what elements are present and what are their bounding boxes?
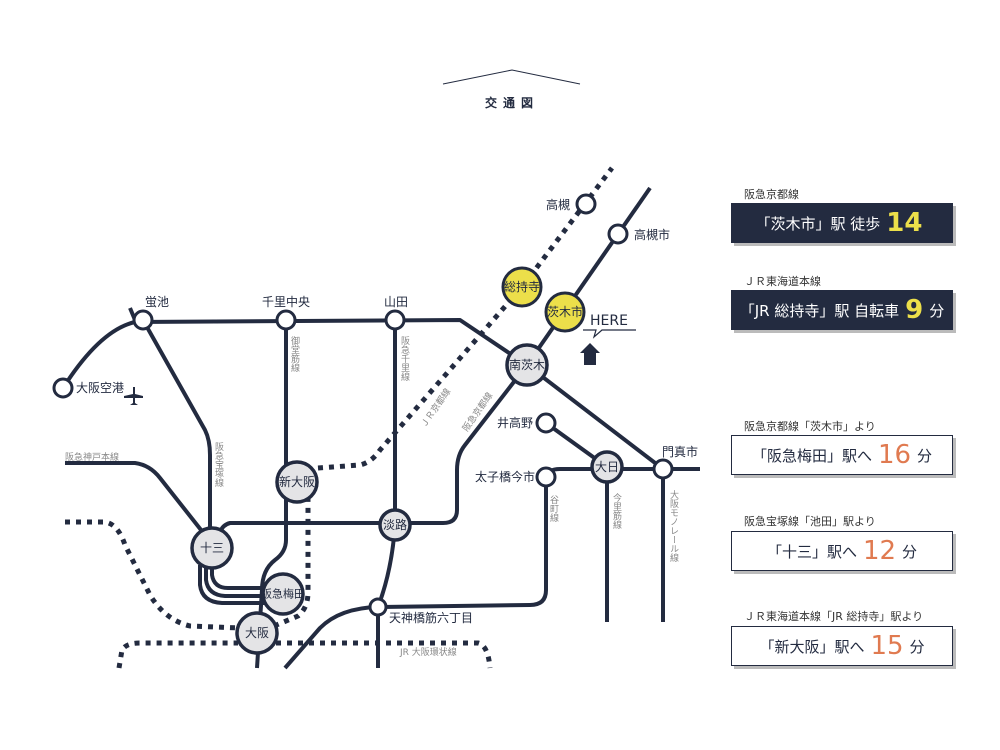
svg-text:山田: 山田 xyxy=(384,295,408,309)
panel-1-number: 14 xyxy=(886,208,923,238)
station-minamiibaraki: 南茨木 xyxy=(505,343,549,387)
panel-1-box: 「茨木市」駅 徒歩 14 xyxy=(731,203,953,243)
svg-text:茨木市: 茨木市 xyxy=(547,304,583,319)
title-roof-line xyxy=(442,69,581,85)
station-sojiji: 総持寺 xyxy=(501,266,543,308)
monorail-line xyxy=(61,318,700,471)
station-dainichi: 大日 xyxy=(590,450,624,484)
station-umeda: 阪急梅田 xyxy=(261,572,305,616)
panel-2-text: 「JR 総持寺」駅 自転車 xyxy=(739,301,900,320)
station-idakano: 井高野 xyxy=(497,412,557,434)
panel-4-unit: 分 xyxy=(902,542,918,561)
svg-text:太子橋今市: 太子橋今市 xyxy=(475,469,535,484)
station-itami-airport: 大阪空港 xyxy=(52,377,124,399)
panel-5-unit: 分 xyxy=(909,637,925,656)
here-label: HERE xyxy=(590,313,628,329)
svg-text:大阪: 大阪 xyxy=(245,626,269,640)
tanimachi-line xyxy=(283,477,548,670)
svg-text:淡路: 淡路 xyxy=(383,517,407,532)
station-awaji: 淡路 xyxy=(378,508,412,542)
panel-2-number: 9 xyxy=(905,295,924,325)
line-label-monorail: 大阪モノレール線 xyxy=(668,489,679,562)
station-shinosaka: 新大阪 xyxy=(275,460,319,504)
jr-kyoto-line xyxy=(317,166,614,471)
station-tenroku: 天神橋筋六丁目 xyxy=(368,597,473,625)
panel-5-label: ＪＲ東海道本線「JR 総持寺」駅より xyxy=(744,610,924,623)
svg-text:天神橋筋六丁目: 天神橋筋六丁目 xyxy=(389,610,473,625)
jr-osaka-loop-line xyxy=(116,640,493,669)
svg-text:高槻: 高槻 xyxy=(546,197,570,212)
panel-4-box: 「十三」駅へ 12 分 xyxy=(731,531,953,571)
svg-text:大日: 大日 xyxy=(595,460,619,474)
station-taishibashi: 太子橋今市 xyxy=(475,466,557,488)
line-label-kobe: 阪急神戸本線 xyxy=(65,451,119,463)
svg-text:大阪空港: 大阪空港 xyxy=(76,381,124,395)
kobe-line xyxy=(65,461,207,537)
panel-3-unit: 分 xyxy=(917,446,933,465)
station-juso: 十三 xyxy=(190,526,234,570)
station-kadomashi: 門真市 xyxy=(652,444,698,480)
station-hotarugaike: 蛍池 xyxy=(132,295,169,331)
line-label-midosuji: 御堂筋線 xyxy=(289,335,300,372)
page-title: 交通図 xyxy=(484,96,539,110)
line-label-senri: 阪急千里線 xyxy=(399,336,410,381)
juso-umeda-lines xyxy=(198,565,265,605)
hankyu-kyoto-line xyxy=(218,363,529,534)
svg-text:新大阪: 新大阪 xyxy=(279,474,315,489)
panel-2-label: ＪＲ東海道本線 xyxy=(744,275,821,288)
panel-5-text: 「新大阪」駅へ xyxy=(759,637,865,656)
panel-3-box: 「阪急梅田」駅へ 16 分 xyxy=(731,435,953,475)
panel-2-unit: 分 xyxy=(929,301,945,320)
airplane-icon xyxy=(124,387,143,405)
station-takatsukishi: 高槻市 xyxy=(607,223,670,245)
svg-text:阪急梅田: 阪急梅田 xyxy=(261,587,305,601)
line-label-tanimachi: 谷町線 xyxy=(548,495,559,522)
station-senrichuo: 千里中央 xyxy=(262,294,310,331)
hankyu-kyoto-north xyxy=(525,186,652,367)
svg-text:南茨木: 南茨木 xyxy=(509,357,545,372)
station-yamada: 山田 xyxy=(384,295,408,331)
panel-4-number: 12 xyxy=(862,536,897,566)
station-takatsuki: 高槻 xyxy=(546,193,597,215)
panel-3-text: 「阪急梅田」駅へ xyxy=(751,446,872,465)
here-callout-line xyxy=(583,329,636,339)
panel-1-text: 「茨木市」駅 徒歩 xyxy=(755,214,881,233)
line-label-takarazuka: 阪急宝塚線 xyxy=(213,442,224,487)
svg-text:門真市: 門真市 xyxy=(662,444,698,459)
here-arrow-icon xyxy=(580,343,600,365)
svg-text:高槻市: 高槻市 xyxy=(634,227,670,242)
line-label-imazatosuji: 今里筋線 xyxy=(611,492,622,529)
svg-text:蛍池: 蛍池 xyxy=(145,295,169,309)
station-osaka: 大阪 xyxy=(235,611,279,655)
svg-text:総持寺: 総持寺 xyxy=(504,279,540,294)
panel-3-number: 16 xyxy=(877,440,912,470)
panel-4-text: 「十三」駅へ xyxy=(766,542,857,561)
jr-line-west xyxy=(65,519,241,631)
panel-3-label: 阪急京都線「茨木市」より xyxy=(744,420,876,433)
panel-4-label: 阪急宝塚線「池田」駅より xyxy=(744,515,876,528)
svg-text:千里中央: 千里中央 xyxy=(262,294,310,309)
line-label-loop: JR 大阪環状線 xyxy=(399,646,457,658)
midosuji-line xyxy=(255,320,288,669)
jr-line-shinosaka-osaka xyxy=(273,495,311,629)
station-ibarakishi: 茨木市 xyxy=(544,291,586,333)
panel-5-box: 「新大阪」駅へ 15 分 xyxy=(731,626,953,666)
svg-text:井高野: 井高野 xyxy=(497,415,533,430)
svg-text:十三: 十三 xyxy=(200,541,224,555)
line-label-jr-kyoto: ＪＲ京都線 xyxy=(418,386,454,430)
panel-1-label: 阪急京都線 xyxy=(744,188,799,201)
takarazuka-line xyxy=(141,319,212,530)
panel-5-number: 15 xyxy=(870,631,904,661)
